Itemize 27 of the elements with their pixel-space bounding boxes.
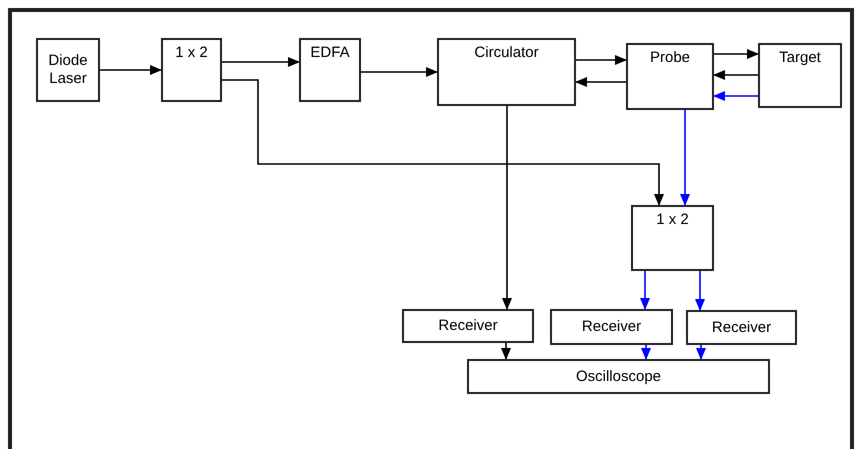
arrow xyxy=(713,91,758,101)
process-box: Receiver xyxy=(550,309,673,345)
arrow xyxy=(641,345,651,360)
arrow xyxy=(640,271,650,310)
arrow xyxy=(696,345,706,360)
arrow xyxy=(714,49,759,59)
process-box: Diode Laser xyxy=(36,38,100,102)
process-box: 1 x 2 xyxy=(161,38,222,102)
arrow xyxy=(575,77,626,87)
process-box: Circulator xyxy=(437,38,576,106)
process-box: Oscilloscope xyxy=(467,359,770,394)
arrow xyxy=(576,55,627,65)
arrow xyxy=(222,79,664,206)
arrow xyxy=(680,110,690,206)
process-box: EDFA xyxy=(299,38,361,102)
process-box: 1 x 2 xyxy=(631,205,714,271)
arrow xyxy=(222,57,300,67)
process-box: Probe xyxy=(626,43,714,110)
process-box: Target xyxy=(758,43,842,108)
arrow xyxy=(361,67,438,77)
arrow xyxy=(502,106,512,310)
process-box: Receiver xyxy=(402,309,534,343)
process-box: Receiver xyxy=(686,310,797,345)
arrow xyxy=(713,70,758,80)
arrow xyxy=(695,271,705,311)
arrow xyxy=(100,65,162,75)
arrow xyxy=(501,343,511,360)
